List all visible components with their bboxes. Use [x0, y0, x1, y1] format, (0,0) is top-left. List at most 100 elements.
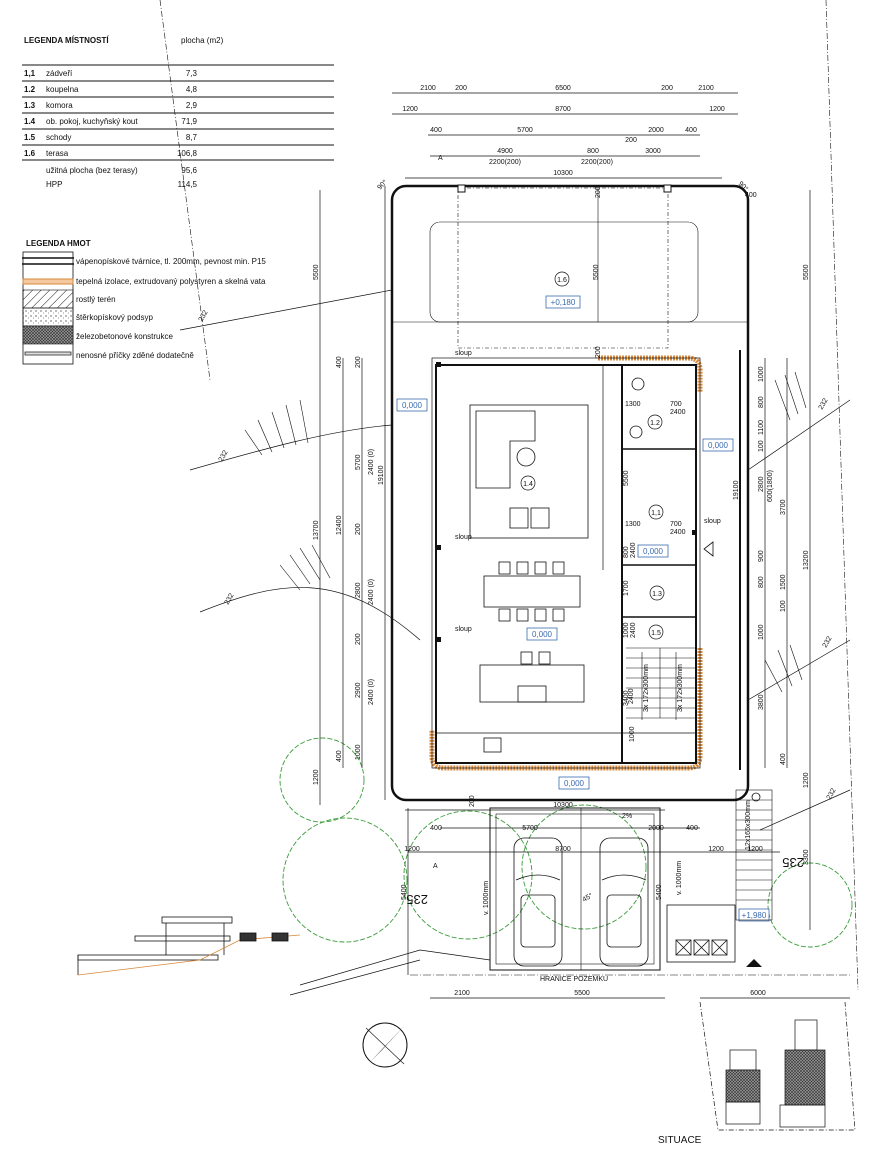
insulation-swatch	[22, 278, 74, 285]
dimension-label: 1200	[404, 846, 420, 853]
dimension-label: 1200	[313, 769, 320, 785]
dimension-label: 1000	[623, 622, 630, 638]
dimension-label: 2000	[648, 825, 664, 832]
coffee-table	[516, 447, 536, 467]
dimension-label: 200	[355, 523, 362, 535]
left-dimension-labels: 5500 13700 1200 400 12400 400 200 5700 2…	[313, 264, 385, 785]
dimension-label: 2100	[420, 85, 436, 92]
contour-label: 232	[218, 449, 230, 463]
hpp-value: 114,5	[178, 180, 198, 189]
dimension-label: 1500	[780, 574, 787, 590]
level-label: 0,000	[402, 401, 423, 410]
site-map-title: SITUACE	[658, 1135, 702, 1146]
dimension-label: 13200	[803, 550, 810, 570]
room-markers	[520, 271, 665, 640]
dimension-label: 2100	[454, 990, 470, 997]
garage-area: HRANICE POZEMKU v. 1000mm v. 1000mm 12x1…	[401, 789, 850, 999]
dimension-label: 2400 (0)	[368, 449, 375, 475]
railing-height-label: v. 1000mm	[676, 861, 683, 895]
dimension-label: 1200	[747, 846, 763, 853]
contour-label: 232	[826, 787, 838, 801]
dimension-label: 2400 (0)	[368, 579, 375, 605]
left-dimension-lines	[319, 186, 386, 805]
material-label: vápenopískové tvárnice, tl. 200mm, pevno…	[76, 257, 266, 266]
dimension-label: 2400	[628, 688, 635, 704]
dimension-label: 400	[336, 750, 343, 762]
dimension-label: 4900	[497, 148, 513, 155]
material-label: štěrkopískový podsyp	[76, 313, 153, 322]
dimension-label: 800	[587, 148, 599, 155]
dimension-label: 8700	[555, 106, 571, 113]
dimension-label: 12400	[336, 515, 343, 535]
dimension-label: 6000	[750, 990, 766, 997]
interior-stairs	[626, 647, 696, 720]
house: sloup sloup sloup sloup 5500 800 2400 17…	[429, 346, 721, 771]
dimension-label: 400	[336, 356, 343, 368]
dimension-label: 700	[670, 401, 682, 408]
dimension-label: 2400	[630, 542, 637, 558]
dimension-label: 5500	[593, 264, 600, 280]
room-name: ob. pokoj, kuchyňský kout	[46, 117, 138, 126]
dimension-label: 2400 (0)	[368, 679, 375, 705]
stairs-label: 3x 172x300mm	[643, 664, 650, 712]
terrain-swatch	[22, 289, 74, 309]
bins	[675, 939, 728, 956]
dimension-label: 6500	[555, 85, 571, 92]
railing-height-label: v. 1000mm	[483, 881, 490, 915]
dimension-label: 400	[685, 127, 697, 134]
room-name: terasa	[46, 149, 69, 158]
dimension-label: 3800	[758, 694, 765, 710]
dimension-label: 8700	[555, 846, 571, 853]
dimension-label: 200	[455, 85, 467, 92]
dimension-label: 200	[625, 137, 637, 144]
room-area: 8,7	[186, 133, 198, 142]
dimension-label: 400	[745, 192, 757, 199]
right-dimension-lines	[739, 190, 811, 930]
dimension-label: 5400	[401, 884, 408, 900]
dimension-label: 5500	[803, 264, 810, 280]
area-header: plocha (m2)	[181, 36, 224, 45]
room-name: koupelna	[46, 85, 79, 94]
contour-label: 232	[818, 397, 830, 411]
car	[513, 837, 563, 967]
contour-label: 232	[822, 635, 834, 649]
contour-label: 232	[198, 309, 210, 323]
dimension-label: 5700	[517, 127, 533, 134]
room-legend-title: LEGENDA MÍSTNOSTÍ	[24, 36, 109, 45]
room-number: 1.3	[652, 591, 662, 598]
dimension-label: 1200	[803, 772, 810, 788]
level-label: 0,000	[564, 779, 585, 788]
dimension-label: 2400	[670, 529, 686, 536]
dimension-label: 100	[758, 440, 765, 452]
room-number: 1.2	[650, 420, 660, 427]
room-legend: LEGENDA MÍSTNOSTÍ plocha (m2) 1,1 zádveř…	[22, 36, 334, 189]
dimension-label: 2400	[630, 622, 637, 638]
dimension-label: 200	[355, 356, 362, 368]
level-label: +0,180	[551, 298, 576, 307]
dimension-label: 1100	[758, 420, 765, 435]
gravel-swatch	[22, 307, 74, 327]
material-legend: LEGENDA HMOT vápenopískové tvárnice, tl.…	[22, 239, 266, 365]
dimension-label: 400	[780, 753, 787, 765]
dimension-label: 10300	[553, 170, 573, 177]
room-no: 1.3	[24, 101, 36, 110]
dimension-label: 800	[623, 546, 630, 558]
site-map	[699, 1001, 856, 1131]
dimension-label: 2800	[355, 582, 362, 598]
dimension-label: 3400	[623, 690, 630, 706]
dimension-label: 200	[355, 633, 362, 645]
dimension-label: 19100	[733, 480, 740, 500]
room-no: 1.2	[24, 85, 36, 94]
dimension-label: 2200(200)	[489, 159, 521, 166]
dimension-label: 13700	[313, 520, 320, 540]
dimension-label: 200	[661, 85, 673, 92]
room-area: 7,3	[186, 69, 198, 78]
dimension-label: 5500	[574, 990, 590, 997]
room-area: 106,8	[177, 149, 198, 158]
dimension-label: 10300	[553, 802, 573, 809]
dimension-label: 3700	[780, 499, 787, 515]
room-area: 2,9	[186, 101, 198, 110]
dimension-label: 2100	[698, 85, 714, 92]
material-label: rostlý terén	[76, 295, 116, 304]
